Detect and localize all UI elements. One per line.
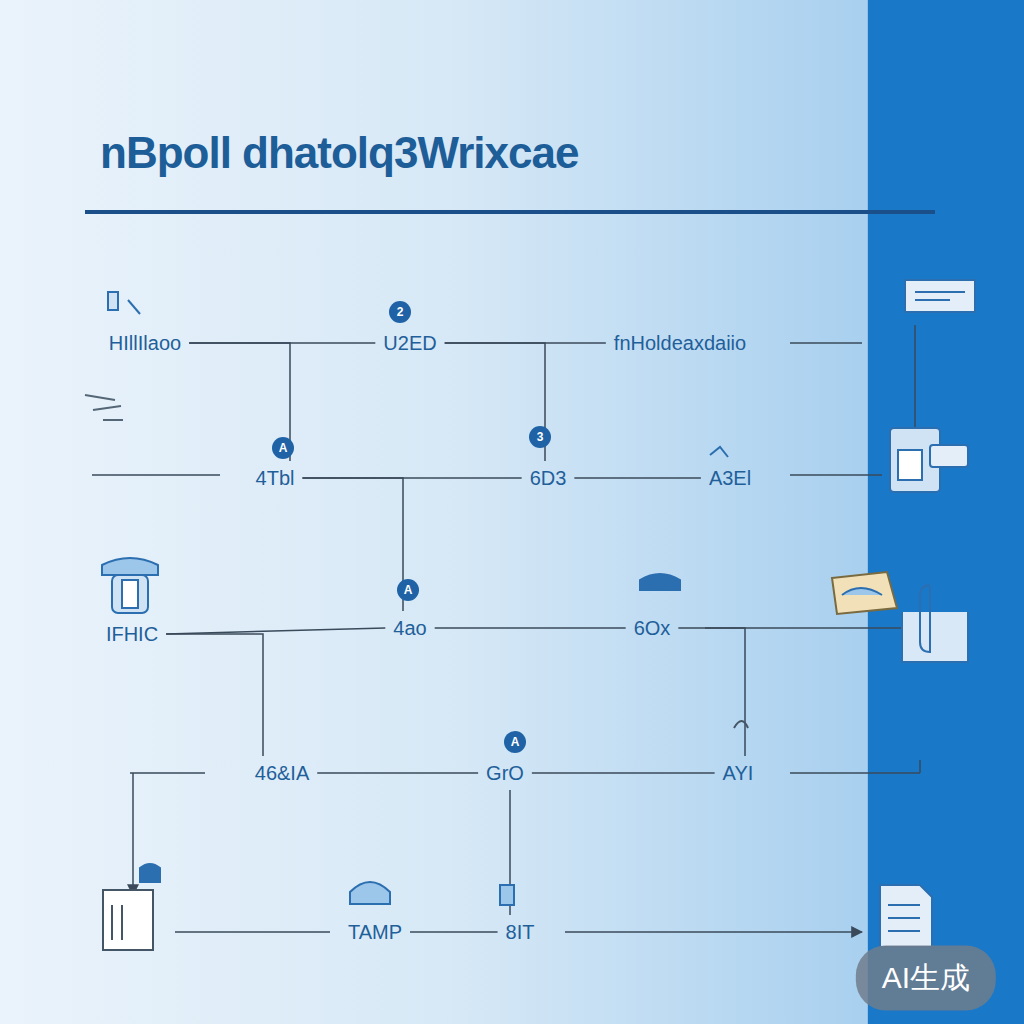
wire — [92, 325, 920, 932]
flow-node: IFHIC — [101, 620, 163, 648]
flow-node: AYI — [718, 759, 759, 787]
node-text: 4ao — [393, 616, 426, 640]
connector — [678, 628, 745, 756]
connector — [302, 478, 403, 611]
watermark: AI生成 — [856, 946, 996, 1011]
flow-node: fnHoldeaxdaiio — [609, 329, 751, 357]
flow-node: A3El — [704, 464, 756, 492]
connector — [532, 772, 715, 774]
flow-node: 6Ox — [629, 614, 676, 642]
flow-node: 46&IA — [250, 759, 314, 787]
flow-node: 8IT — [501, 918, 540, 946]
connector — [410, 931, 498, 933]
node-text: HIllIlaoo — [109, 331, 181, 355]
connector — [166, 628, 385, 634]
flow-node: TAMP — [343, 918, 407, 946]
node-text: TAMP — [348, 920, 402, 944]
diagram-title: nBpoll dhatolq3Wrixcae — [100, 128, 578, 178]
node-text: AYI — [723, 761, 754, 785]
callout-number: A — [397, 579, 419, 601]
flow-node: 4Tbl — [251, 464, 300, 492]
icon — [85, 280, 975, 950]
callout-number: A — [272, 437, 294, 459]
flow-node: HIllIlaoo — [104, 329, 186, 357]
connector — [574, 477, 701, 479]
node-text: IFHIC — [106, 622, 158, 646]
node-text: 6D3 — [530, 466, 567, 490]
node-text: 4Tbl — [256, 466, 295, 490]
node-text: GrO — [486, 761, 524, 785]
title-rule — [85, 210, 935, 214]
node-text: U2ED — [383, 331, 436, 355]
callout-number: A — [504, 731, 526, 753]
flow-node: U2ED — [378, 329, 441, 357]
connector — [445, 343, 545, 461]
flow-node: 4ao — [388, 614, 431, 642]
node-text: fnHoldeaxdaiio — [614, 331, 746, 355]
flow-node: 6D3 — [525, 464, 572, 492]
connector — [166, 634, 263, 756]
node-text: 8IT — [506, 920, 535, 944]
node-text: 6Ox — [634, 616, 671, 640]
connector — [435, 627, 626, 629]
node-text: 46&IA — [255, 761, 309, 785]
connector — [317, 772, 478, 774]
node-text: A3El — [709, 466, 751, 490]
flow-node: GrO — [481, 759, 529, 787]
callout-number: 2 — [389, 301, 411, 323]
callout-number: 3 — [529, 426, 551, 448]
